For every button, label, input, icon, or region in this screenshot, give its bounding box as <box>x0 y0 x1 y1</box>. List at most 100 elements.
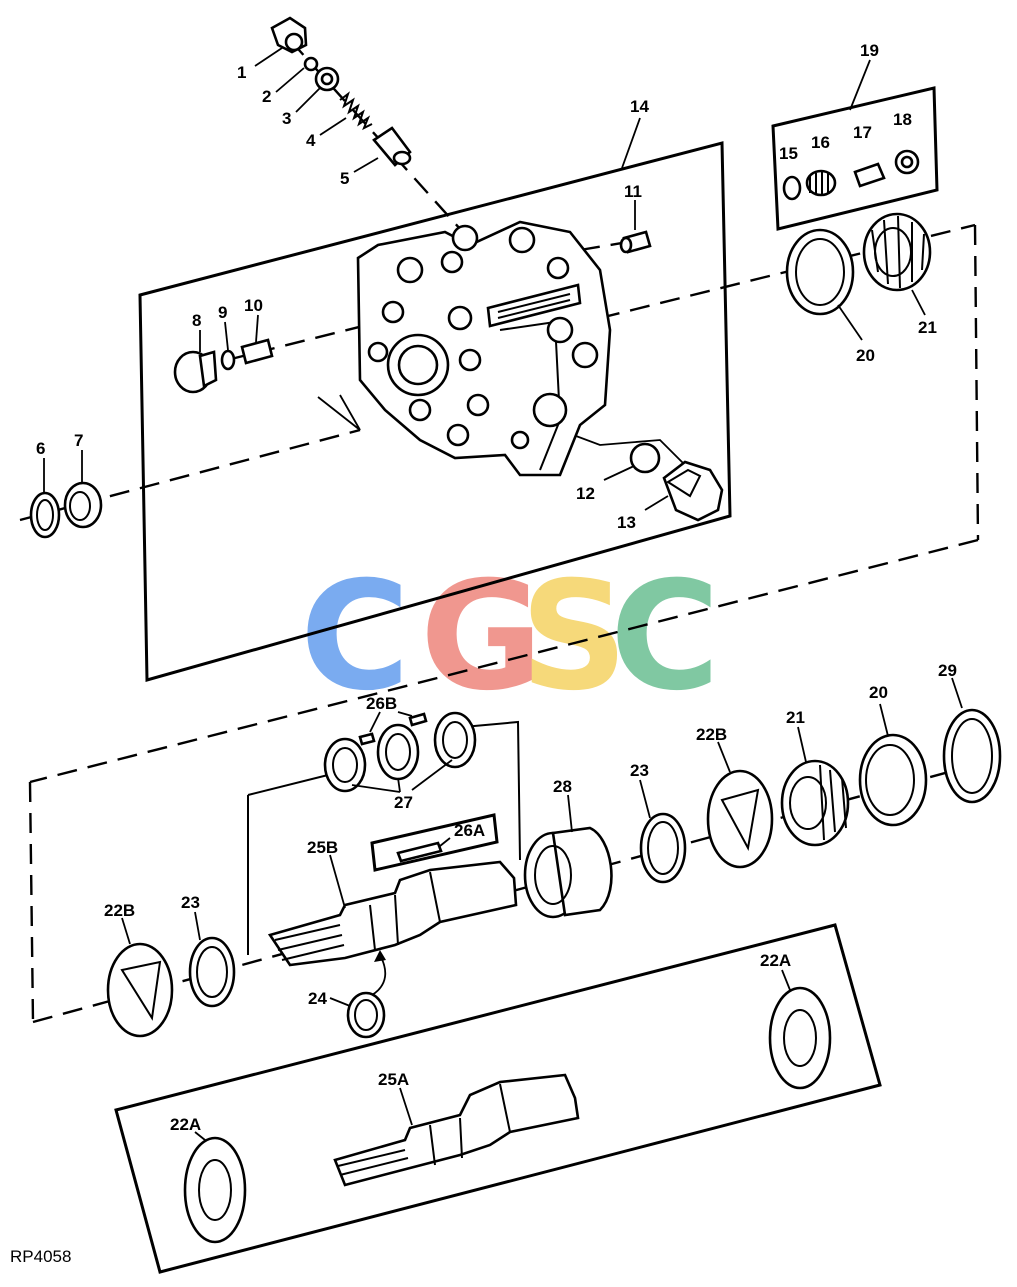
callout-10: 10 <box>244 296 263 315</box>
snap-ring-23-left-inner <box>196 946 228 998</box>
seal-7-inner <box>69 491 91 521</box>
watermark-letter-2: G <box>420 550 543 724</box>
pin-11-end <box>619 236 633 254</box>
drive-shaft-25b-steps <box>369 871 441 951</box>
bearing-cup-20-lower-inner <box>865 744 915 816</box>
nameplate-text <box>497 293 571 319</box>
callout-23-left: 23 <box>181 893 200 912</box>
callout-11: 11 <box>624 182 642 201</box>
bearing-cone-21-lower-rollers <box>819 764 847 841</box>
fitting-10 <box>240 338 274 365</box>
callout-23-right: 23 <box>630 761 649 780</box>
watermark-letter-1: C <box>300 550 410 724</box>
callout-6: 6 <box>36 439 45 458</box>
callout-24: 24 <box>308 989 327 1008</box>
seal-27-b-inner <box>385 733 411 771</box>
callout-26b: 26B <box>366 694 397 713</box>
snap-ring-6 <box>29 491 61 539</box>
seal-27-c-inner <box>442 721 468 759</box>
callout-22b-right: 22B <box>696 725 727 744</box>
callout-21-upper: 21 <box>918 318 937 337</box>
plug-13-hex <box>666 468 702 498</box>
callout-26a: 26A <box>454 821 485 840</box>
watermark-letter-4: C <box>610 550 720 724</box>
thrust-plate-22b-right <box>706 769 774 869</box>
callout-29: 29 <box>938 661 957 680</box>
bearing-cone-21-upper-rollers <box>871 215 925 289</box>
callout-1: 1 <box>237 63 246 82</box>
bearing-cone-21-lower-inner <box>789 776 827 830</box>
thrust-plate-22a-upper-bore <box>783 1009 817 1067</box>
relief-valve-parts <box>270 16 412 167</box>
callout-labels: 1 2 3 4 5 6 7 8 9 10 11 12 13 14 15 16 1… <box>36 41 957 1134</box>
callout-2: 2 <box>262 87 271 106</box>
seal-24-inner <box>354 999 378 1031</box>
ball-2 <box>303 56 319 72</box>
lower-axis-line <box>32 756 1001 1024</box>
callout-7: 7 <box>74 431 83 450</box>
pin-26b-a <box>358 732 376 746</box>
fitting-18-inner <box>900 155 914 169</box>
drive-shaft-25a-splines <box>337 1149 409 1176</box>
shaft-group-parts <box>106 708 1002 1039</box>
housing-group-box <box>138 141 732 682</box>
housing-step-line <box>317 394 361 431</box>
bearing-cone-21-lower <box>780 759 850 847</box>
drive-shaft-25a <box>333 1073 580 1187</box>
thrust-plate-22b-left-cutout <box>120 960 162 1021</box>
housing-small-parts <box>29 230 724 539</box>
callout-27: 27 <box>394 793 413 812</box>
callout-22a-lower: 22A <box>170 1115 201 1134</box>
seal-24-arrowhead <box>374 950 386 962</box>
callout-8: 8 <box>192 311 201 330</box>
callout-9: 9 <box>218 303 227 322</box>
seal-29 <box>942 708 1002 804</box>
seal-29-inner <box>951 718 993 794</box>
right-vertical-line <box>973 224 980 541</box>
o-ring-9 <box>220 349 236 371</box>
snap-ring-23-right-inner <box>647 821 679 875</box>
bearing-cup-20-upper-inner <box>795 238 845 306</box>
callout-14: 14 <box>630 97 649 116</box>
callout-25b: 25B <box>307 838 338 857</box>
alternate-shaft-parts <box>183 986 832 1244</box>
drive-shaft-25b-splines <box>274 924 345 961</box>
thrust-plate-22a-lower-bore <box>198 1159 232 1221</box>
callout-22b-left: 22B <box>104 901 135 920</box>
thrust-plate-22b-right-cutout <box>720 788 760 852</box>
snap-ring-6-inner <box>36 499 54 531</box>
leader-lines <box>43 47 963 1141</box>
callout-5: 5 <box>340 169 349 188</box>
callout-15: 15 <box>779 144 798 163</box>
callout-12: 12 <box>576 484 595 503</box>
plunger-5-end <box>392 150 412 166</box>
spring-16-coils <box>809 172 829 195</box>
callout-25a: 25A <box>378 1070 409 1089</box>
thrust-plate-22a-lower <box>183 1136 247 1244</box>
upper-bearing <box>785 212 932 316</box>
callout-18: 18 <box>893 110 912 129</box>
callout-28: 28 <box>553 777 572 796</box>
bushing-28-bore <box>534 845 572 905</box>
callout-20-upper: 20 <box>856 346 875 365</box>
valve-kit-parts <box>782 149 920 201</box>
housing-bolt-holes <box>367 224 599 450</box>
upper-axis-line <box>19 428 361 522</box>
seal-24 <box>346 991 386 1039</box>
alternate-shaft-box <box>114 923 882 1274</box>
callout-13: 13 <box>617 513 636 532</box>
washer-15 <box>782 175 802 201</box>
figure-code: RP4058 <box>10 1247 71 1266</box>
callout-16: 16 <box>811 133 830 152</box>
watermark: C G S C <box>300 550 720 724</box>
drive-shaft-25b <box>267 860 518 967</box>
plug-8-thread <box>198 350 218 388</box>
callout-20-lower: 20 <box>869 683 888 702</box>
spring-4 <box>339 91 373 131</box>
seal-27-a <box>323 737 367 793</box>
cap-1-nose <box>284 32 304 52</box>
callout-22a-upper: 22A <box>760 951 791 970</box>
left-vertical-line <box>28 781 35 1023</box>
bearing-cone-21-upper <box>862 212 932 292</box>
